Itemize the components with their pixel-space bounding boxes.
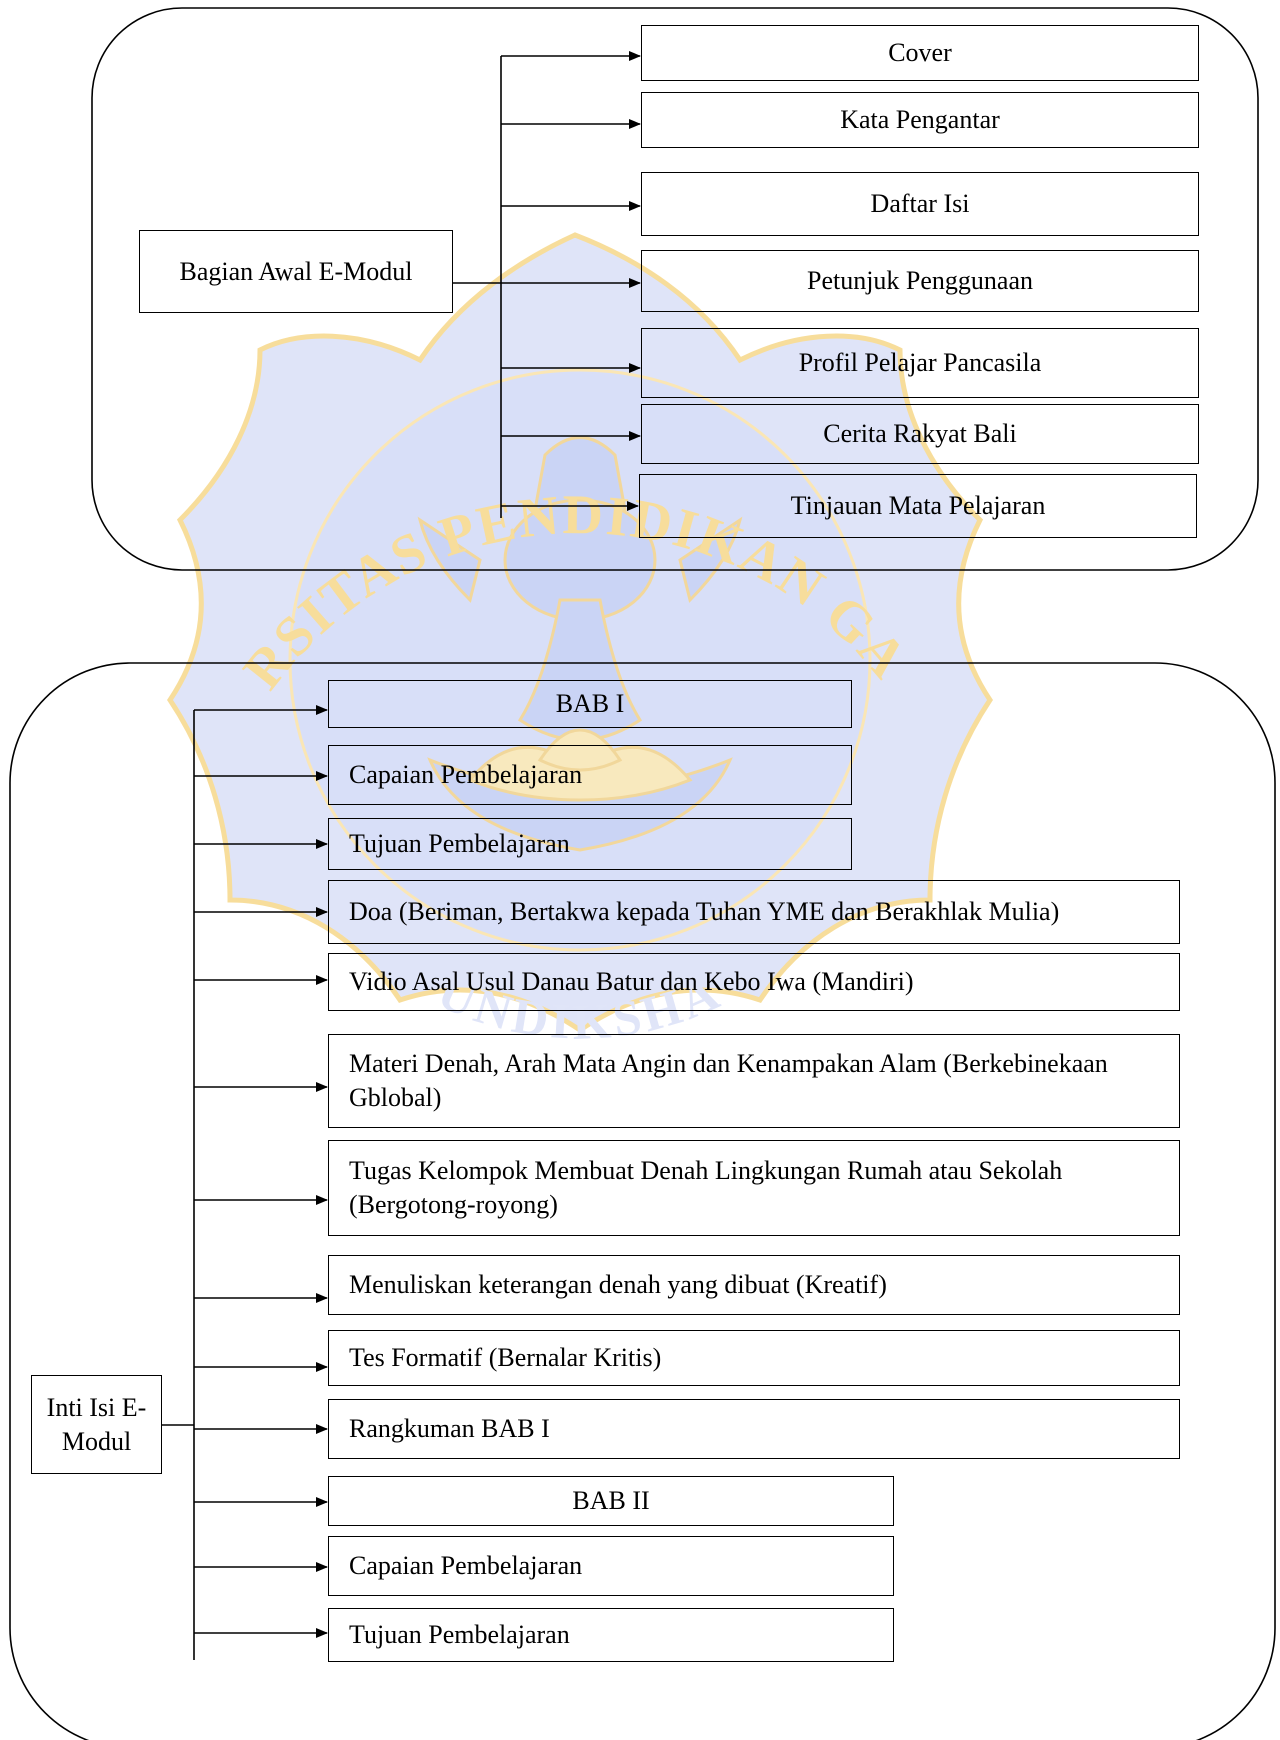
node-daftar-isi: Daftar Isi <box>641 172 1199 236</box>
watermark-lotus <box>467 728 693 802</box>
node-rangkuman-bab-1: Rangkuman BAB I <box>328 1399 1180 1459</box>
group-frame-awal <box>91 7 1259 571</box>
node-label: Vidio Asal Usul Danau Batur dan Kebo Iwa… <box>349 967 914 996</box>
root-node-inti: Inti Isi E-Modul <box>31 1375 162 1474</box>
node-label: Tujuan Pembelajaran <box>349 1620 570 1649</box>
node-label: Daftar Isi <box>870 189 970 218</box>
node-label: Tes Formatif (Bernalar Kritis) <box>349 1343 662 1372</box>
node-petunjuk-penggunaan: Petunjuk Penggunaan <box>641 250 1199 312</box>
connectors-inti <box>161 705 328 1660</box>
node-doa: Doa (Beriman, Bertakwa kepada Tuhan YME … <box>328 880 1180 944</box>
node-label: BAB I <box>555 689 625 718</box>
node-label: Tugas Kelompok Membuat Denah Lingkungan … <box>349 1156 1063 1219</box>
node-tinjauan-mata-pelajaran: Tinjauan Mata Pelajaran <box>639 474 1197 538</box>
node-label: Cover <box>888 38 952 67</box>
node-label: Capaian Pembelajaran <box>349 760 583 789</box>
node-cerita-rakyat-bali: Cerita Rakyat Bali <box>641 404 1199 464</box>
node-cover: Cover <box>641 25 1199 81</box>
connectors-awal <box>452 51 641 518</box>
root-node-awal: Bagian Awal E-Modul <box>139 230 453 313</box>
node-profil-pelajar-pancasila: Profil Pelajar Pancasila <box>641 328 1199 398</box>
node-label: Capaian Pembelajaran <box>349 1551 583 1580</box>
node-tujuan-pembelajaran-2: Tujuan Pembelajaran <box>328 1608 894 1662</box>
root-label-inti: Inti Isi E-Modul <box>46 1392 147 1456</box>
node-vidio-asal-usul: Vidio Asal Usul Danau Batur dan Kebo Iwa… <box>328 953 1180 1011</box>
node-label: Menuliskan keterangan denah yang dibuat … <box>349 1270 887 1299</box>
node-kata-pengantar: Kata Pengantar <box>641 92 1199 148</box>
node-label: Profil Pelajar Pancasila <box>798 348 1042 377</box>
node-label: Tujuan Pembelajaran <box>349 829 570 858</box>
node-label: Cerita Rakyat Bali <box>823 419 1017 448</box>
node-label: Kata Pengantar <box>840 105 1000 134</box>
node-label: Materi Denah, Arah Mata Angin dan Kenamp… <box>349 1049 1108 1112</box>
node-tes-formatif: Tes Formatif (Bernalar Kritis) <box>328 1330 1180 1386</box>
node-label: BAB II <box>572 1486 650 1515</box>
node-bab-2: BAB II <box>328 1476 894 1526</box>
node-label: Tinjauan Mata Pelajaran <box>790 491 1046 520</box>
node-capaian-pembelajaran-1: Capaian Pembelajaran <box>328 745 852 805</box>
node-bab-1: BAB I <box>328 680 852 728</box>
root-label-awal: Bagian Awal E-Modul <box>179 256 413 286</box>
node-tujuan-pembelajaran-1: Tujuan Pembelajaran <box>328 818 852 870</box>
group-frame-inti <box>9 662 1276 1740</box>
node-materi-denah: Materi Denah, Arah Mata Angin dan Kenamp… <box>328 1034 1180 1128</box>
node-label: Doa (Beriman, Bertakwa kepada Tuhan YME … <box>349 897 1060 926</box>
node-label: Rangkuman BAB I <box>349 1414 550 1443</box>
node-label: Petunjuk Penggunaan <box>806 266 1034 295</box>
node-capaian-pembelajaran-2: Capaian Pembelajaran <box>328 1536 894 1596</box>
node-tugas-kelompok: Tugas Kelompok Membuat Denah Lingkungan … <box>328 1140 1180 1236</box>
node-menuliskan-keterangan: Menuliskan keterangan denah yang dibuat … <box>328 1255 1180 1315</box>
